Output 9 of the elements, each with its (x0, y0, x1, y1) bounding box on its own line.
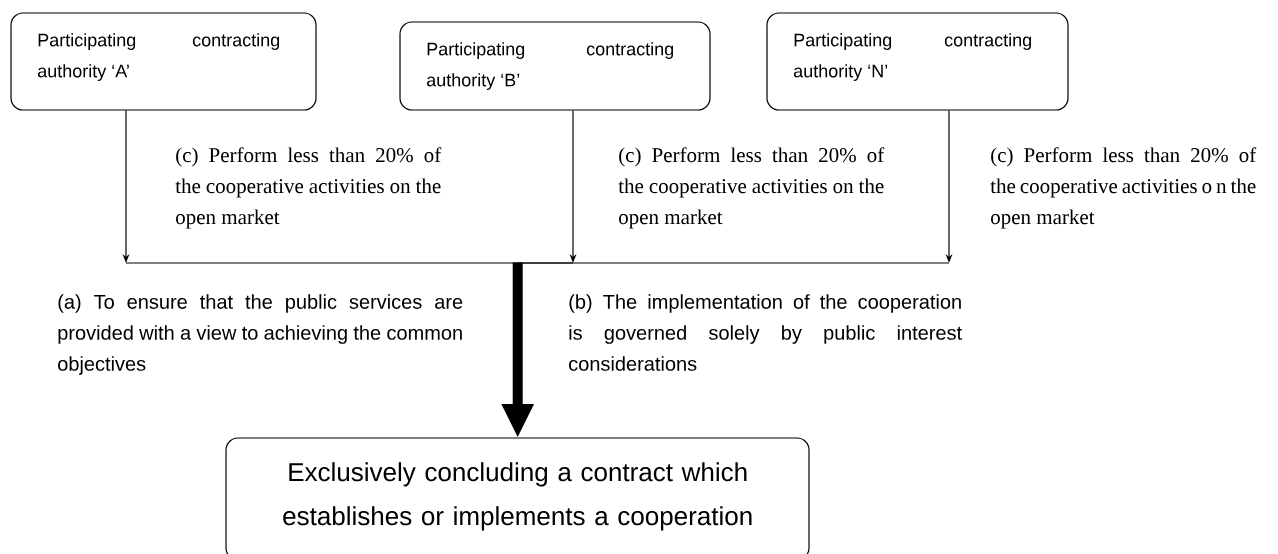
edge-label: (c) Perform less than 20% of the cooperative activities on the open market (618, 147, 885, 229)
process-box: Exclusively concluding a contract which establishes or implements a cooperation (225, 437, 810, 554)
process-box: Participating contracting authority ‘B’ (399, 21, 711, 111)
process-box: Participating contracting authority ‘N’ (766, 12, 1069, 111)
condition-text: (a) To ensure that the public services are provided with a view to achieving the common objectives (58, 294, 463, 375)
process-box: Participating contracting authority ‘A’ (10, 12, 317, 111)
edge-label: (c) Perform less than 20% of the cooperative activities on the open market (175, 147, 442, 229)
condition-text: (b) The implementation of the cooperation is governed solely by public interest considerations (569, 294, 962, 371)
edge-label: (c) Perform less than 20% of the cooperative activities o n the open market (990, 147, 1257, 229)
